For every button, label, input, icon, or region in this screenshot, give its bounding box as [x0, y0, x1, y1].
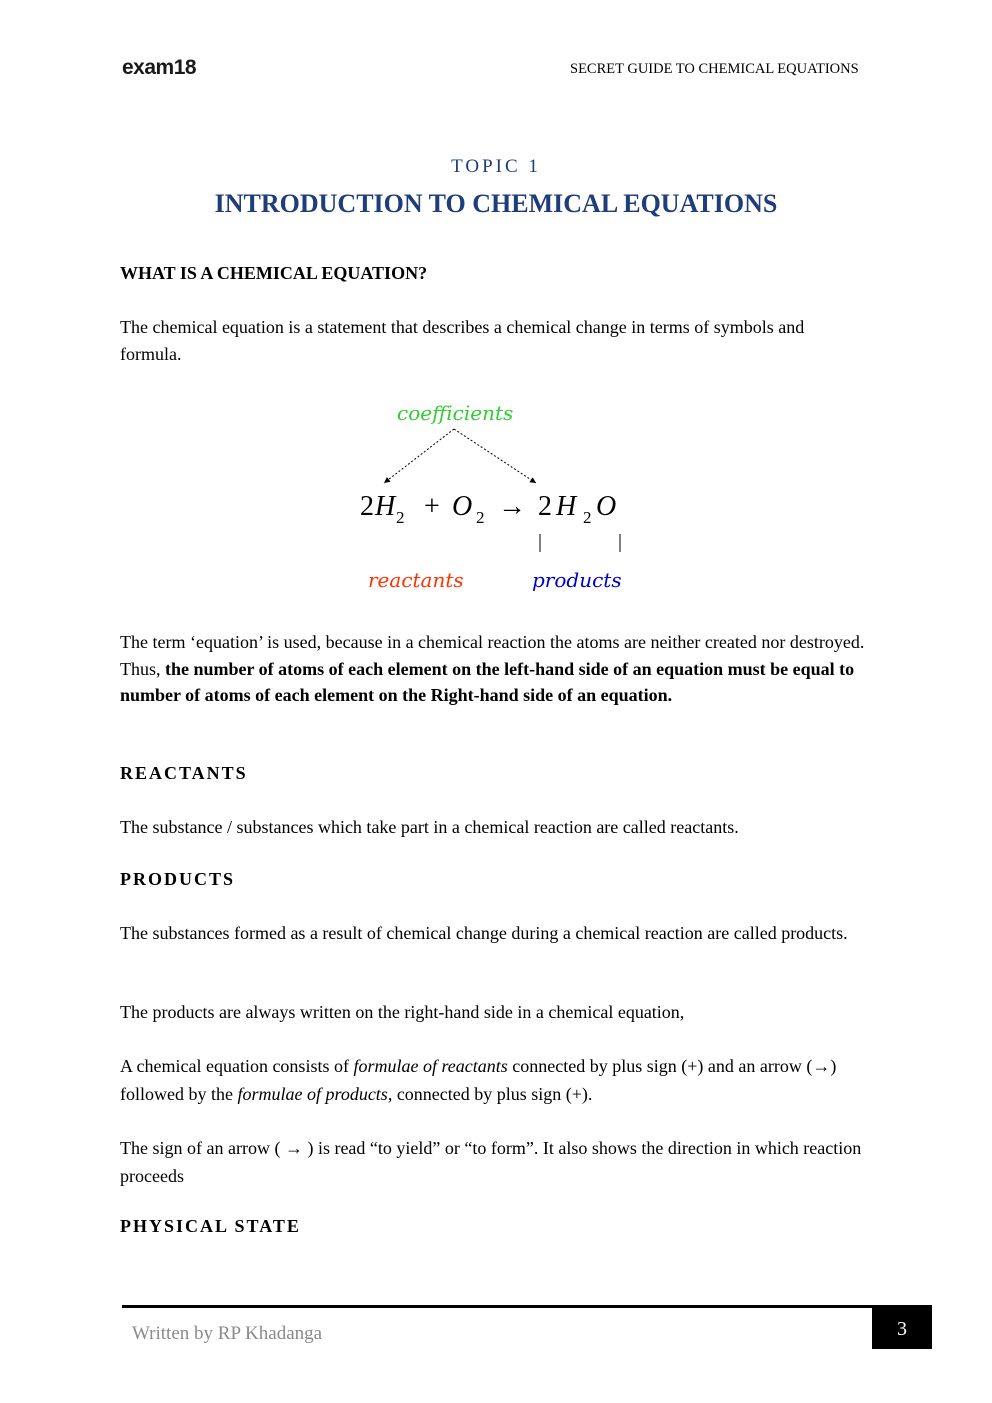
- formulae-of-reactants: formulae of reactants: [353, 1056, 508, 1076]
- footer-rule: [122, 1305, 932, 1308]
- topic-label: TOPIC 1: [451, 156, 541, 177]
- exam18-logo: exam18: [122, 56, 197, 80]
- page-number: 3: [872, 1306, 932, 1349]
- equation-explanation-paragraph: The term ‘equation’ is used, because in …: [120, 629, 865, 709]
- section-heading-physical-state: PHYSICAL STATE: [120, 1216, 301, 1236]
- section-heading-what-is: WHAT IS A CHEMICAL EQUATION?: [120, 263, 428, 283]
- coefficients-label: coefficients: [397, 401, 513, 425]
- page-title: INTRODUCTION TO CHEMICAL EQUATIONS: [214, 189, 778, 218]
- products-definition: The substances formed as a result of che…: [120, 923, 848, 943]
- products-label: products: [532, 568, 622, 592]
- equation-explanation-text: The term ‘equation’ is used, because in …: [120, 632, 865, 679]
- arrow-to-product-coefficient: [453, 428, 537, 484]
- products-right-side-paragraph: The products are always written on the r…: [120, 1002, 685, 1022]
- logo-text: exam: [122, 56, 174, 79]
- composition-text-2: connected by plus sign (+) and an arrow …: [120, 1056, 837, 1104]
- composition-text-1: A chemical equation consists of: [120, 1056, 354, 1076]
- arrow-meaning-paragraph: The sign of an arrow ( → ) is read “to y…: [120, 1138, 862, 1186]
- reactant-hydrogen: H: [374, 491, 397, 522]
- section-heading-products: PRODUCTS: [120, 869, 236, 889]
- footer-author: Written by RP Khadanga: [132, 1323, 323, 1344]
- product-hydrogen-subscript: 2: [583, 508, 592, 527]
- coefficient-reactant: 2: [360, 491, 374, 522]
- chemical-equation-diagram: coefficients 2 H 2 + O 2 → 2 H 2 O react…: [360, 401, 622, 592]
- composition-text-3: , connected by plus sign (+).: [387, 1084, 593, 1104]
- coefficient-product: 2: [538, 491, 552, 522]
- product-oxygen: O: [596, 491, 616, 522]
- section-heading-reactants: REACTANTS: [120, 763, 248, 783]
- plus-sign: +: [424, 491, 440, 522]
- definition-paragraph: The chemical equation is a statement tha…: [120, 317, 805, 364]
- reactant-oxygen-subscript: 2: [476, 508, 485, 527]
- logo-number: 18: [173, 56, 197, 79]
- reactants-definition: The substance / substances which take pa…: [120, 817, 739, 837]
- product-hydrogen: H: [555, 491, 578, 522]
- equation-composition-paragraph: A chemical equation consists of formulae…: [120, 1052, 865, 1108]
- reactants-label: reactants: [368, 568, 464, 592]
- reactant-hydrogen-subscript: 2: [396, 508, 405, 527]
- formulae-of-products: formulae of products: [237, 1084, 388, 1104]
- reactant-oxygen: O: [452, 491, 472, 522]
- yield-arrow: →: [498, 491, 526, 522]
- equation-explanation-bold: the number of atoms of each element on t…: [120, 658, 855, 706]
- arrow-to-reactant-coefficient: [383, 428, 455, 484]
- running-header-title: SECRET GUIDE TO CHEMICAL EQUATIONS: [570, 61, 859, 77]
